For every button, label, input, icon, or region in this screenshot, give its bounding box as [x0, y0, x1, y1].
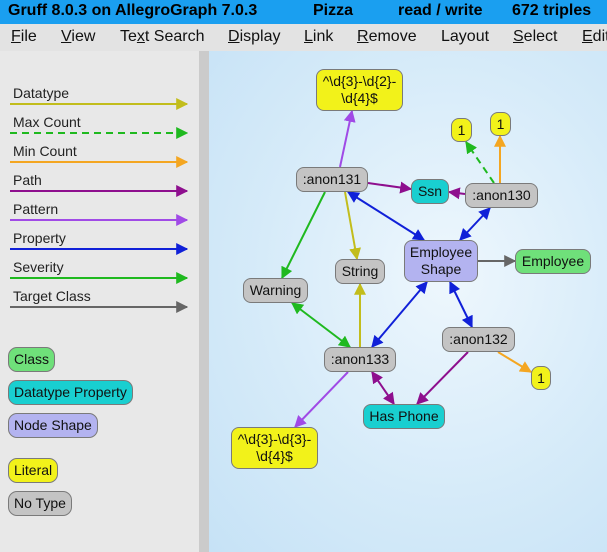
- node-has-phone[interactable]: Has Phone: [363, 404, 445, 429]
- legend-link-path: Path: [13, 172, 42, 188]
- edge-anon131-warning: [281, 191, 326, 280]
- node-literal-1-min[interactable]: 1: [490, 112, 511, 136]
- edge-anon131-string: [344, 191, 362, 261]
- legend-link-datatype: Datatype: [13, 85, 70, 101]
- menu-view[interactable]: View: [61, 28, 96, 45]
- app-title: Gruff 8.0.3 on AllegroGraph 7.0.3: [8, 2, 258, 19]
- menu-link[interactable]: Link: [304, 28, 334, 45]
- legend-node-node-shape[interactable]: Node Shape: [8, 413, 98, 438]
- node-string[interactable]: String: [335, 259, 385, 284]
- node-anon131[interactable]: :anon131: [296, 167, 368, 192]
- node-pattern-ssn[interactable]: ^\d{3}-\d{2}- \d{4}$: [316, 69, 403, 111]
- repository-name: Pizza: [313, 2, 354, 19]
- edge-employee_shape-anon133: [371, 281, 428, 348]
- legend-node-class[interactable]: Class: [8, 347, 56, 372]
- legend-node-literal[interactable]: Literal: [8, 458, 59, 483]
- edge-anon130-ssn: [447, 187, 466, 200]
- menu-select[interactable]: Select: [513, 28, 558, 45]
- edge-employee_shape-anon131: [346, 191, 426, 241]
- node-literal-1-max[interactable]: 1: [451, 118, 472, 142]
- legend-link-max-count: Max Count: [13, 114, 81, 130]
- legend-node-datatype-property[interactable]: Datatype Property: [8, 380, 133, 405]
- legend-link-min-count: Min Count: [13, 143, 77, 159]
- edge-anon131-ssn: [367, 181, 413, 194]
- node-anon130[interactable]: :anon130: [465, 183, 538, 208]
- node-pattern-phone[interactable]: ^\d{3}-\d{3}- \d{4}$: [231, 427, 318, 469]
- access-mode: read / write: [398, 2, 483, 19]
- legend-node-no-type[interactable]: No Type: [8, 491, 72, 516]
- legend-link-target-class: Target Class: [13, 288, 91, 304]
- menu-remove[interactable]: Remove: [357, 28, 417, 45]
- legend-link-severity: Severity: [13, 259, 64, 275]
- edge-employee_shape-anon130: [459, 207, 491, 241]
- menu-layout[interactable]: Layout: [441, 28, 490, 45]
- node-anon132[interactable]: :anon132: [442, 327, 515, 352]
- node-warning[interactable]: Warning: [243, 278, 308, 303]
- triple-count: 672 triples: [512, 2, 592, 19]
- node-anon133[interactable]: :anon133: [324, 347, 396, 372]
- node-employee-shape[interactable]: Employee Shape: [404, 240, 478, 282]
- edge-anon131-pattern_ssn: [339, 109, 356, 168]
- edge-anon132-lit_1c: [497, 351, 533, 373]
- node-employee[interactable]: Employee: [515, 249, 591, 274]
- menu-edit[interactable]: Edit: [582, 28, 607, 45]
- node-ssn[interactable]: Ssn: [411, 179, 449, 204]
- menu-display[interactable]: Display: [228, 28, 281, 45]
- title-bar: Gruff 8.0.3 on AllegroGraph 7.0.3 Pizza …: [0, 0, 607, 24]
- legend-link-property: Property: [13, 230, 66, 246]
- legend-link-pattern: Pattern: [13, 201, 59, 217]
- edge-anon133-warning: [291, 302, 351, 348]
- edge-anon133-has_phone: [371, 371, 395, 405]
- edge-anon132-has_phone: [416, 351, 469, 405]
- edge-anon133-pattern_phone: [294, 371, 349, 428]
- legend-scrollbar[interactable]: [199, 51, 209, 552]
- menu-text-search[interactable]: Text Search: [120, 28, 205, 45]
- node-literal-1-phone[interactable]: 1: [531, 366, 551, 390]
- menu-bar: File View Text Search Display Link Remov…: [0, 24, 607, 51]
- menu-file[interactable]: File: [11, 28, 37, 45]
- edge-employee_shape-anon132: [449, 280, 473, 329]
- edge-anon130-lit_1a: [465, 141, 495, 184]
